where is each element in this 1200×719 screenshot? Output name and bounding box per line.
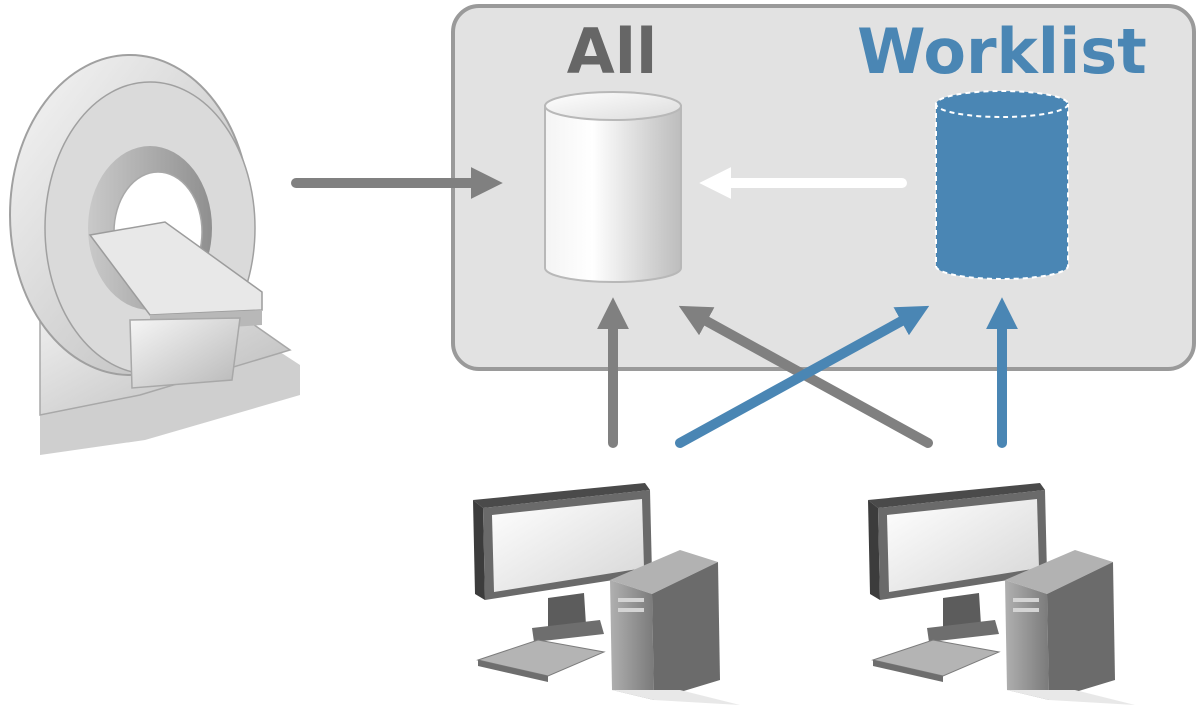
database-cylinder-icon: [544, 91, 682, 283]
dashed-database-cylinder-icon: [935, 90, 1069, 280]
ct-scanner-icon: [9, 54, 300, 455]
workstation-computer-icon: [473, 483, 740, 705]
left-workstation-to-worklist-arrow: [675, 305, 930, 448]
all-label: All: [567, 15, 658, 88]
worklist-label: Worklist: [857, 15, 1147, 88]
workstation-computer-icon: [868, 483, 1135, 705]
